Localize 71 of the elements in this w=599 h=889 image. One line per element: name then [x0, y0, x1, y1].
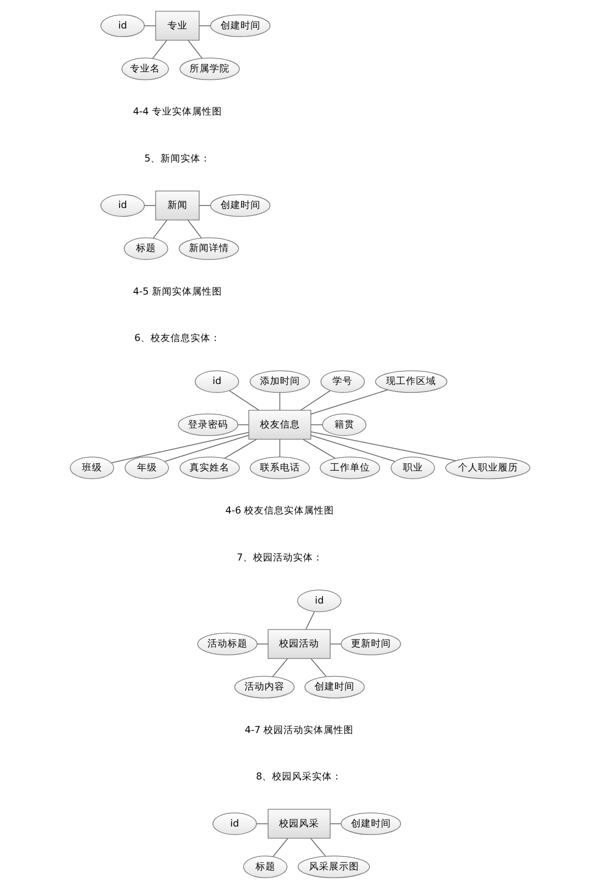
- connector: [278, 438, 280, 458]
- connector: [186, 220, 202, 238]
- node-ellipse: 创建时间: [340, 812, 400, 836]
- label: 5、新闻实体：: [144, 153, 210, 164]
- node-box: 校园活动: [267, 629, 330, 659]
- node-ellipse: 联系电话: [249, 456, 310, 480]
- node-ellipse: 添加时间: [249, 370, 310, 393]
- connector: [152, 220, 167, 239]
- connector: [302, 438, 336, 459]
- node-ellipse: 活动内容: [234, 676, 294, 698]
- label: 4-5 新闻实体属性图: [132, 286, 222, 298]
- connector: [198, 205, 210, 206]
- node-ellipse: 活动标题: [196, 632, 258, 656]
- connector: [310, 431, 456, 462]
- node-ellipse: 真实姓名: [179, 456, 240, 480]
- label: 4-4 专业实体属性图: [132, 106, 222, 118]
- node-ellipse: 创建时间: [210, 14, 270, 38]
- connector: [236, 424, 249, 426]
- node-box: 校友信息: [248, 410, 311, 440]
- node-box: 校园风采: [267, 808, 330, 839]
- node-ellipse: 职业: [390, 456, 434, 480]
- connector: [305, 611, 314, 630]
- connector: [310, 838, 326, 857]
- node-ellipse: 工作单位: [319, 456, 380, 480]
- connector: [310, 434, 395, 462]
- node-ellipse: id: [100, 14, 144, 38]
- connector: [152, 40, 167, 59]
- label: 6、校友信息实体：: [134, 333, 220, 344]
- connector: [187, 40, 202, 59]
- node-ellipse: 现工作区域: [374, 370, 447, 393]
- node-ellipse: 班级: [69, 456, 114, 480]
- connector: [228, 390, 259, 411]
- node-ellipse: 个人职业履历: [444, 456, 530, 480]
- connector: [272, 658, 288, 677]
- node-ellipse: id: [296, 590, 341, 612]
- connector: [256, 823, 268, 824]
- node-ellipse: 新闻详情: [178, 237, 238, 260]
- node-box: 专业: [154, 10, 200, 41]
- node-ellipse: 专业名: [120, 58, 168, 80]
- connector: [164, 434, 249, 462]
- node-box: 新闻: [154, 190, 200, 220]
- node-ellipse: 标题: [242, 856, 287, 878]
- node-ellipse: 标题: [123, 237, 168, 260]
- node-ellipse: 学号: [320, 370, 364, 393]
- node-ellipse: 籍贯: [322, 413, 366, 436]
- node-ellipse: 更新时间: [340, 632, 400, 656]
- connector: [310, 424, 322, 426]
- connector: [223, 438, 256, 459]
- connector: [272, 838, 288, 857]
- node-ellipse: 所属学院: [179, 58, 240, 80]
- connector: [144, 205, 156, 206]
- label: 8、校园风采实体：: [256, 771, 342, 782]
- node-ellipse: 年级: [124, 456, 168, 480]
- node-ellipse: id: [212, 812, 256, 836]
- node-ellipse: 风采展示图: [297, 856, 370, 878]
- node-ellipse: 创建时间: [210, 194, 270, 217]
- node-ellipse: 登录密码: [177, 413, 238, 436]
- node-ellipse: id: [100, 194, 144, 217]
- connector: [300, 390, 330, 411]
- node-ellipse: id: [194, 370, 239, 393]
- connector: [310, 389, 388, 415]
- connector: [144, 25, 156, 26]
- connector: [278, 392, 280, 411]
- connector: [310, 658, 326, 677]
- connector: [198, 25, 210, 26]
- connector: [329, 823, 341, 824]
- label: 4-7 校园活动实体属性图: [244, 724, 354, 736]
- node-ellipse: 创建时间: [304, 676, 364, 698]
- connector: [110, 432, 249, 464]
- label: 4-6 校友信息实体属性图: [224, 506, 334, 516]
- label: 7、校园活动实体：: [236, 552, 322, 564]
